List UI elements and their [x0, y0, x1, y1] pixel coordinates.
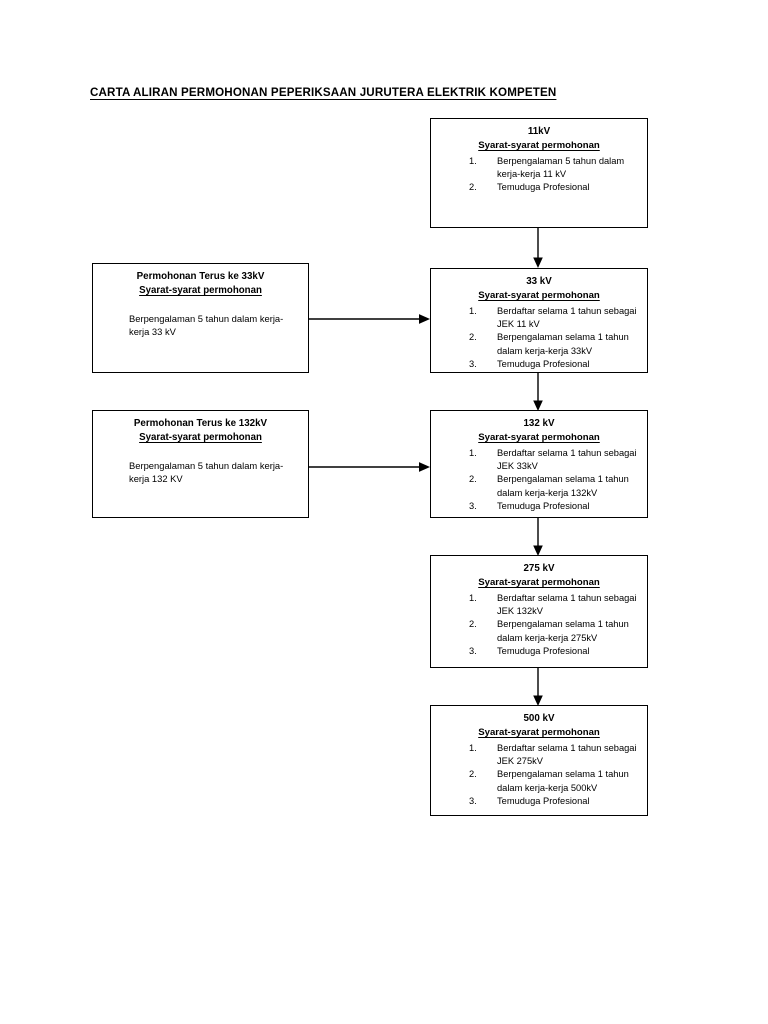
requirement-number: 1. [469, 306, 477, 316]
node-33kv-subtitle: Syarat-syarat permohonan [478, 290, 600, 301]
node-500kv[interactable]: 500 kV Syarat-syarat permohonan 1. Berda… [430, 705, 648, 816]
requirement-item: 2. Berpengalaman selama 1 tahun dalam ke… [439, 331, 639, 357]
requirement-text: Berdaftar selama 1 tahun sebagai JEK 33k… [497, 448, 637, 472]
arrow-11kv-to-33kv [528, 228, 548, 270]
requirement-item: 1. Berdaftar selama 1 tahun sebagai JEK … [439, 447, 639, 473]
requirement-text: Berdaftar selama 1 tahun sebagai JEK 275… [497, 743, 637, 767]
requirement-text: Berdaftar selama 1 tahun sebagai JEK 132… [497, 593, 637, 617]
requirement-number: 1. [469, 593, 477, 603]
node-direct-33kv-subtitle: Syarat-syarat permohonan [139, 285, 262, 296]
requirement-item: 3. Temuduga Profesional [439, 795, 639, 808]
requirement-item: 2. Berpengalaman selama 1 tahun dalam ke… [439, 618, 639, 644]
requirement-text: Berpengalaman selama 1 tahun dalam kerja… [497, 474, 629, 498]
node-direct-132kv-subtitle: Syarat-syarat permohonan [139, 432, 262, 443]
requirement-text: Temuduga Profesional [497, 795, 590, 806]
node-direct-132kv-body: Berpengalaman 5 tahun dalam kerja-kerja … [129, 460, 284, 485]
requirement-item: 2. Temuduga Profesional [439, 181, 639, 194]
requirement-number: 2. [469, 332, 477, 343]
requirement-number: 1. [469, 156, 477, 166]
node-275kv-subtitle: Syarat-syarat permohonan [478, 577, 600, 588]
requirement-number: 2. [469, 769, 477, 780]
node-33kv[interactable]: 33 kV Syarat-syarat permohonan 1. Berdaf… [430, 268, 648, 373]
node-11kv-subtitle: Syarat-syarat permohonan [478, 140, 600, 151]
node-132kv-subtitle: Syarat-syarat permohonan [478, 432, 600, 443]
requirement-text: Temuduga Profesional [497, 645, 590, 656]
node-500kv-subtitle: Syarat-syarat permohonan [478, 727, 600, 738]
arrow-33kv-to-132kv [528, 373, 548, 413]
requirement-text: Temuduga Profesional [497, 182, 590, 193]
node-direct-33kv[interactable]: Permohonan Terus ke 33kV Syarat-syarat p… [92, 263, 309, 373]
requirement-number: 3. [469, 500, 477, 511]
requirement-number: 2. [469, 474, 477, 485]
requirement-text: Berpengalaman 5 tahun dalam kerja-kerja … [497, 156, 625, 180]
requirement-item: 2. Berpengalaman selama 1 tahun dalam ke… [439, 768, 639, 794]
node-33kv-title: 33 kV [526, 276, 552, 287]
requirement-number: 3. [469, 645, 477, 656]
requirement-item: 2. Berpengalaman selama 1 tahun dalam ke… [439, 473, 639, 499]
node-275kv[interactable]: 275 kV Syarat-syarat permohonan 1. Berda… [430, 555, 648, 668]
requirement-item: 1. Berpengalaman 5 tahun dalam kerja-ker… [439, 155, 639, 181]
requirement-number: 2. [469, 619, 477, 630]
requirement-text: Berpengalaman selama 1 tahun dalam kerja… [497, 332, 629, 356]
requirement-text: Temuduga Profesional [497, 500, 590, 511]
node-132kv-requirements: 1. Berdaftar selama 1 tahun sebagai JEK … [439, 447, 639, 513]
requirement-text: Berpengalaman selama 1 tahun dalam kerja… [497, 769, 629, 793]
requirement-number: 1. [469, 743, 477, 753]
arrow-275kv-to-500kv [528, 668, 548, 708]
node-500kv-requirements: 1. Berdaftar selama 1 tahun sebagai JEK … [439, 742, 639, 808]
arrow-direct132-to-132kv [309, 458, 433, 476]
requirement-number: 1. [469, 448, 477, 458]
node-33kv-requirements: 1. Berdaftar selama 1 tahun sebagai JEK … [439, 305, 639, 371]
node-132kv-title: 132 kV [523, 418, 555, 429]
requirement-item: 1. Berdaftar selama 1 tahun sebagai JEK … [439, 742, 639, 768]
requirement-item: 1. Berdaftar selama 1 tahun sebagai JEK … [439, 305, 639, 331]
node-11kv-requirements: 1. Berpengalaman 5 tahun dalam kerja-ker… [439, 155, 639, 195]
requirement-item: 3. Temuduga Profesional [439, 645, 639, 658]
node-275kv-title: 275 kV [523, 563, 555, 574]
node-direct-33kv-body: Berpengalaman 5 tahun dalam kerja-kerja … [129, 313, 284, 338]
requirement-number: 3. [469, 358, 477, 369]
node-direct-132kv-heading: Permohonan Terus ke 132kV [133, 418, 268, 429]
requirement-number: 2. [469, 182, 477, 193]
requirement-number: 3. [469, 795, 477, 806]
page-title: CARTA ALIRAN PERMOHONAN PEPERIKSAAN JURU… [90, 86, 557, 99]
arrow-132kv-to-275kv [528, 518, 548, 558]
requirement-item: 3. Temuduga Profesional [439, 500, 639, 513]
node-direct-33kv-heading: Permohonan Terus ke 33kV [136, 271, 265, 282]
node-275kv-requirements: 1. Berdaftar selama 1 tahun sebagai JEK … [439, 592, 639, 658]
node-132kv[interactable]: 132 kV Syarat-syarat permohonan 1. Berda… [430, 410, 648, 518]
arrow-direct33-to-33kv [309, 310, 433, 328]
requirement-text: Berdaftar selama 1 tahun sebagai JEK 11 … [497, 306, 637, 330]
requirement-text: Temuduga Profesional [497, 358, 590, 369]
node-11kv-title: 11kV [527, 126, 551, 137]
node-500kv-title: 500 kV [523, 713, 555, 724]
requirement-item: 1. Berdaftar selama 1 tahun sebagai JEK … [439, 592, 639, 618]
node-direct-132kv[interactable]: Permohonan Terus ke 132kV Syarat-syarat … [92, 410, 309, 518]
requirement-item: 3. Temuduga Profesional [439, 358, 639, 371]
requirement-text: Berpengalaman selama 1 tahun dalam kerja… [497, 619, 629, 643]
node-11kv[interactable]: 11kV Syarat-syarat permohonan 1. Berpeng… [430, 118, 648, 228]
